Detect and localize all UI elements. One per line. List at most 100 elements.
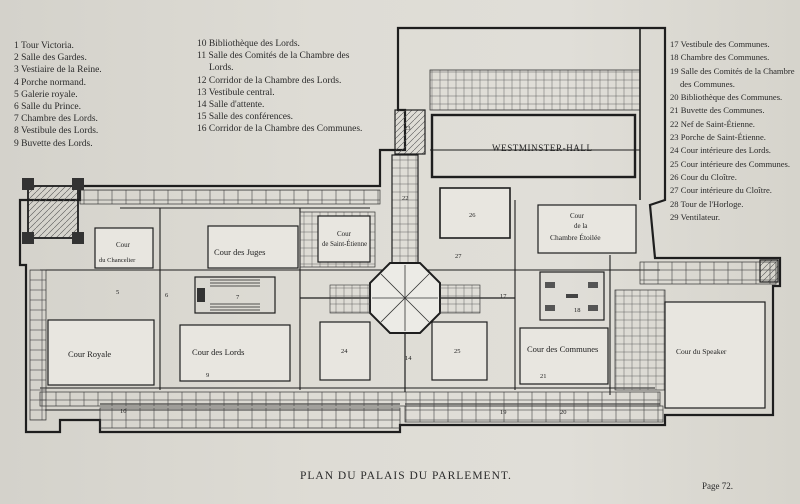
plan-caption: PLAN DU PALAIS DU PARLEMENT. bbox=[300, 470, 512, 482]
room-number: 19 bbox=[500, 409, 507, 416]
clock-tower bbox=[759, 259, 779, 283]
throne bbox=[197, 288, 205, 302]
room-number: 25 bbox=[454, 348, 461, 355]
room-number: 5 bbox=[116, 289, 119, 296]
lords-benches bbox=[210, 279, 260, 311]
cour-royale bbox=[47, 319, 155, 386]
cour-label: Cour du Speaker bbox=[676, 347, 727, 356]
room-number: 6 bbox=[165, 292, 169, 299]
room-block bbox=[639, 261, 777, 285]
legend-item: 25 Cour intérieure des Communes. bbox=[670, 158, 791, 169]
cour-des-lords bbox=[179, 324, 291, 382]
legend-item: 12 Corridor de la Chambre des Lords. bbox=[197, 75, 342, 86]
cour-des-communes bbox=[519, 327, 609, 385]
saint-etienne-porch bbox=[394, 109, 426, 155]
room-block bbox=[404, 405, 664, 423]
legend-item: 28 Tour de l'Horloge. bbox=[670, 198, 744, 209]
legend-item: 27 Cour intérieure du Cloître. bbox=[670, 185, 772, 196]
victoria-tower bbox=[27, 185, 79, 239]
cour-label: Cour Royale bbox=[68, 349, 111, 359]
legend-item: 18 Chambre des Communes. bbox=[670, 52, 770, 63]
legend-item: 7 Chambre des Lords. bbox=[14, 114, 98, 125]
room-number: 7 bbox=[236, 294, 240, 301]
legend-item: 19 Salle des Comités de la Chambre des C… bbox=[670, 65, 795, 89]
room-block bbox=[614, 289, 666, 391]
cour-de-la-chambre-etoilee bbox=[537, 204, 637, 254]
legend-item: 9 Buvette des Lords. bbox=[14, 138, 93, 149]
tower-turret bbox=[22, 232, 34, 244]
room-number: 27 bbox=[455, 253, 462, 260]
legend-item: 14 Salle d'attente. bbox=[197, 100, 265, 111]
room-number: 17 bbox=[500, 293, 507, 300]
room-block bbox=[79, 189, 381, 205]
cour-label: Cour bbox=[570, 212, 585, 220]
cour-de-saint-etienne bbox=[317, 215, 371, 263]
lobby-diagonal-hall bbox=[329, 284, 371, 314]
cour-du-speaker bbox=[664, 301, 766, 409]
speaker-chair bbox=[566, 294, 578, 298]
hall-annex bbox=[429, 69, 641, 111]
cour-label: Cour des Communes bbox=[527, 344, 598, 354]
westminster-hall bbox=[430, 113, 637, 179]
legend-item: 10 Bibliothèque des Lords. bbox=[197, 39, 300, 49]
room-number: 10 bbox=[120, 408, 127, 415]
commons-benches bbox=[545, 282, 598, 311]
cour-label: de Saint-Étienne bbox=[322, 240, 367, 248]
cour-des-juges bbox=[207, 225, 299, 269]
cour-du-chancelier bbox=[94, 227, 154, 269]
tower-turret bbox=[72, 178, 84, 190]
legend-item: 5 Galerie royale. bbox=[14, 89, 78, 100]
legend-column-right: 17 Vestibule des Communes. 18 Chambre de… bbox=[670, 38, 795, 224]
room-block bbox=[29, 269, 47, 421]
room-block bbox=[39, 391, 661, 407]
legend-item: 3 Vestiaire de la Reine. bbox=[14, 65, 102, 76]
cour-label: Cour des Lords bbox=[192, 347, 244, 357]
legend-item: 13 Vestibule central. bbox=[197, 87, 275, 98]
cour-label: Cour bbox=[337, 230, 352, 238]
legend-item: 11 Salle des Comités de la Chambre des L… bbox=[197, 51, 350, 74]
cour-label: Cour bbox=[116, 241, 131, 249]
saint-etienne-nave bbox=[391, 154, 419, 266]
legend-item: 24 Cour intérieure des Lords. bbox=[670, 145, 771, 156]
room-number: 23 bbox=[404, 125, 411, 132]
cour-label: du Chancelier bbox=[99, 257, 136, 264]
legend-item: 20 Bibliothèque des Communes. bbox=[670, 92, 783, 103]
room-number: 26 bbox=[469, 212, 476, 219]
lobby-diagonal-hall bbox=[439, 284, 481, 314]
legend-item: 2 Salle des Gardes. bbox=[14, 53, 87, 64]
legend-item: 21 Buvette des Communes. bbox=[670, 105, 765, 116]
room-number: 22 bbox=[402, 195, 409, 202]
legend-column-left: 1 Tour Victoria. 2 Salle des Gardes. 3 V… bbox=[14, 40, 102, 150]
legend-item: 4 Porche normand. bbox=[14, 77, 87, 88]
room-number: 20 bbox=[560, 409, 567, 416]
room-number: 21 bbox=[540, 373, 547, 380]
legend-item: 16 Corridor de la Chambre des Communes. bbox=[197, 124, 363, 135]
legend-item: 8 Vestibule des Lords. bbox=[14, 126, 99, 137]
page-reference: Page 72. bbox=[702, 481, 733, 491]
legend-item: 22 Nef de Saint-Étienne. bbox=[670, 118, 755, 129]
central-lobby-vault bbox=[372, 265, 438, 331]
room-block bbox=[99, 407, 401, 429]
chambre-des-communes bbox=[539, 271, 605, 321]
legend-item: 17 Vestibule des Communes. bbox=[670, 39, 770, 49]
room-number: 9 bbox=[206, 372, 209, 379]
room-number: 14 bbox=[405, 355, 412, 362]
legend-column-middle: 10 Bibliothèque des Lords. 11 Salle des … bbox=[197, 38, 375, 136]
cour-interieure-lords bbox=[319, 321, 371, 381]
cour-du-cloitre bbox=[439, 187, 511, 239]
legend-item: 29 Ventilateur. bbox=[670, 211, 720, 222]
tower-turret bbox=[22, 178, 34, 190]
legend-item: 23 Porche de Saint-Étienne. bbox=[670, 132, 766, 143]
chambre-des-lords bbox=[194, 276, 276, 314]
cour-label: Cour des Juges bbox=[214, 247, 265, 257]
legend-item: 6 Salle du Prince. bbox=[14, 102, 82, 113]
room-number: 18 bbox=[574, 307, 581, 314]
cour-label: de la bbox=[574, 222, 588, 230]
tower-turret bbox=[72, 232, 84, 244]
legend-item: 1 Tour Victoria. bbox=[14, 41, 74, 51]
legend-item: 26 Cour du Cloître. bbox=[670, 171, 737, 182]
legend-item: 15 Salle des conférences. bbox=[197, 112, 294, 123]
room-number: 24 bbox=[341, 348, 348, 355]
